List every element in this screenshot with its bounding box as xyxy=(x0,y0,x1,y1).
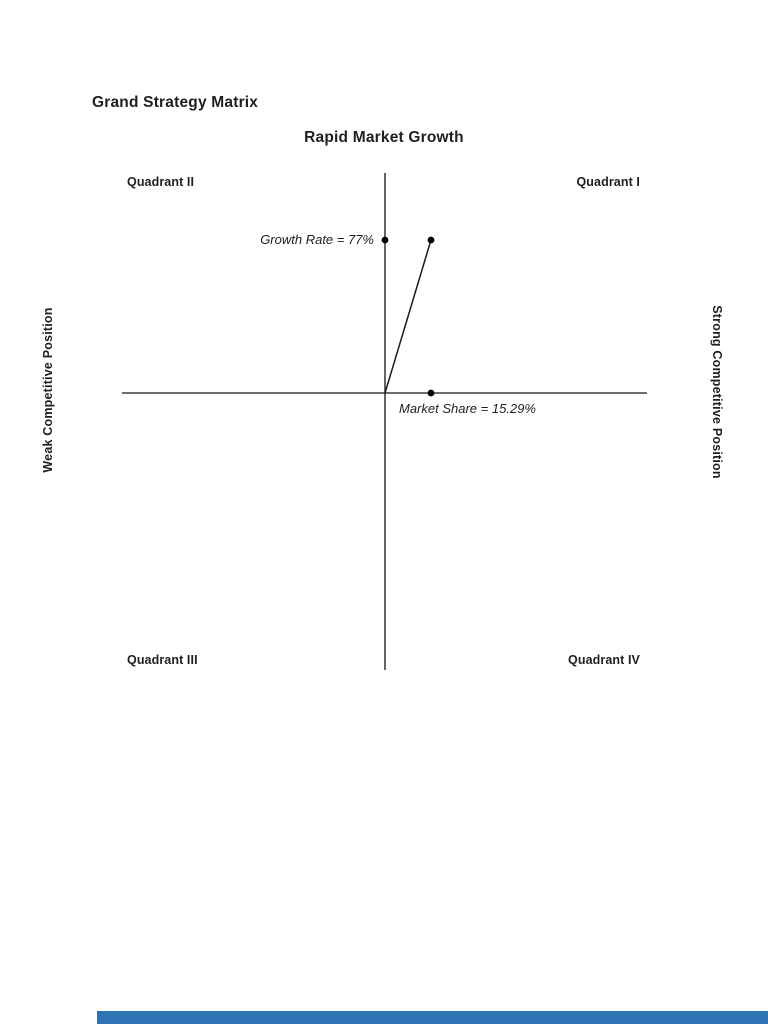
page-bottom-divider-bar xyxy=(97,1011,768,1024)
quadrant-iv-label: Quadrant IV xyxy=(568,653,640,667)
growth-rate-axis-marker xyxy=(381,236,389,244)
right-axis-label: Strong Competitive Position xyxy=(710,305,724,479)
quadrant-iii-label: Quadrant III xyxy=(127,653,198,667)
quadrant-ii-label: Quadrant II xyxy=(127,175,195,189)
data-point-marker xyxy=(427,236,435,244)
market-share-axis-marker xyxy=(427,389,435,397)
position-vector-line xyxy=(384,239,432,394)
quadrant-i-label: Quadrant I xyxy=(576,175,640,189)
document-title: Grand Strategy Matrix xyxy=(92,94,259,111)
left-axis-label: Weak Competitive Position xyxy=(41,307,55,473)
top-axis-label: Rapid Market Growth xyxy=(304,129,464,146)
page-bottom-divider-rect xyxy=(97,1011,768,1024)
market-share-annotation: Market Share = 15.29% xyxy=(399,401,536,416)
growth-rate-annotation: Growth Rate = 77% xyxy=(260,232,374,247)
